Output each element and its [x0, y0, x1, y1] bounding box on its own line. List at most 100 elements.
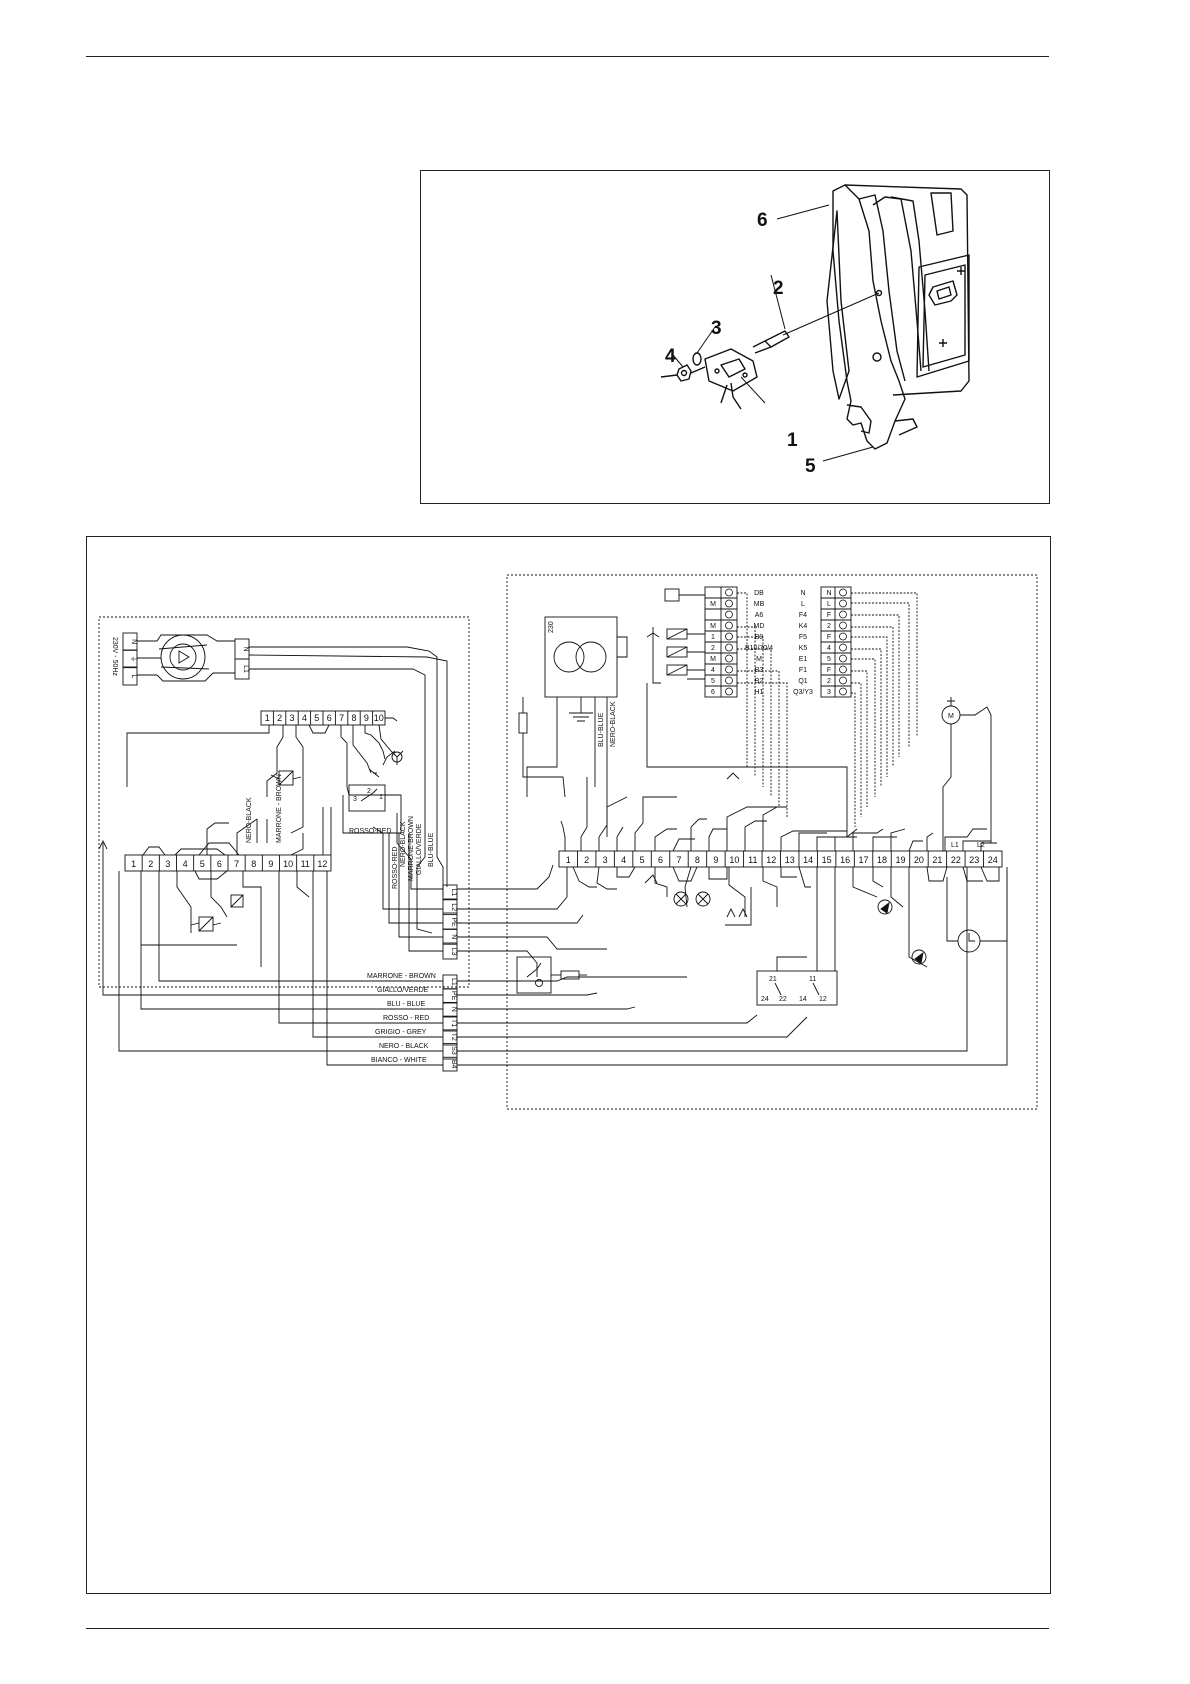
- ctrl-right-pin-1: L: [827, 601, 831, 608]
- block24-term-11: 11: [748, 855, 757, 865]
- relay-term-11: 11: [809, 976, 816, 983]
- bottom-rule: [86, 1628, 1049, 1629]
- block12-term-5: 5: [200, 859, 205, 869]
- boiler-housing: [832, 184, 906, 450]
- pressure-switch: [348, 784, 386, 812]
- ctrl-left-code-6: M: [756, 656, 762, 663]
- plug-b-term-T1: T1: [450, 1019, 457, 1027]
- label-giallo-verde: GIALLO/VERDE: [416, 823, 423, 875]
- block24-term-17: 17: [859, 855, 869, 865]
- block24-term-10: 10: [729, 855, 739, 865]
- plug-b-term-B4: B4: [450, 1060, 457, 1069]
- block24-term-22: 22: [951, 855, 961, 865]
- supply-block-term-N: N: [242, 646, 249, 651]
- l2-mark: L2: [977, 842, 985, 849]
- inspection-panel: [916, 254, 970, 378]
- probe-part: [764, 330, 790, 348]
- block24-term-23: 23: [969, 855, 979, 865]
- relay-term-12: 12: [819, 996, 827, 1003]
- relay-term-21: 21: [769, 976, 777, 983]
- block24-term-3: 3: [603, 855, 608, 865]
- block10-term-1: 1: [265, 713, 270, 723]
- block24-term-19: 19: [895, 855, 905, 865]
- block12-term-8: 8: [251, 859, 256, 869]
- label-nero-black-2: NERO-BLACK: [400, 821, 407, 867]
- supply-term-⏚: ⏚: [130, 656, 138, 663]
- cable-label-brown: MARRONE - BROWN: [367, 973, 436, 980]
- ctrl-left-code-5: B10/70/4: [745, 645, 773, 652]
- ctrl-left-code-1: MB: [754, 601, 765, 608]
- ctrl-left-screw: [725, 621, 733, 630]
- plug-a: [442, 884, 458, 960]
- callout-5: 5: [805, 456, 816, 477]
- block12-term-4: 4: [183, 859, 188, 869]
- block12-term-7: 7: [234, 859, 239, 869]
- block12-term-2: 2: [148, 859, 153, 869]
- relay-box: [516, 956, 552, 994]
- label-rosso-red: ROSSO-RED: [392, 847, 399, 889]
- ctrl-left-screw: [725, 676, 733, 685]
- block10-term-7: 7: [339, 713, 344, 723]
- fuse-1: [518, 712, 528, 734]
- block24-term-5: 5: [640, 855, 645, 865]
- label-blu-blue: BLU-BLUE: [428, 832, 435, 867]
- ctrl-right-code-5: K5: [799, 645, 808, 652]
- plug-a-term-L2: L2: [450, 903, 457, 911]
- ctrl-left-code-4: B9: [755, 634, 764, 641]
- exploded-view-panel: 6 2 3 4 1 5: [420, 170, 1050, 504]
- block12-term-10: 10: [283, 859, 293, 869]
- ctrl-right-code-8: Q1: [798, 678, 807, 685]
- block24-term-14: 14: [803, 855, 813, 865]
- cable-label-red: ROSSO - RED: [383, 1015, 429, 1022]
- fuse-2: [560, 970, 580, 980]
- plug-b-term-T2: T2: [450, 1033, 457, 1041]
- exploded-view-drawing: [660, 184, 970, 462]
- block24-term-6: 6: [658, 855, 663, 865]
- pump-2: [911, 949, 927, 965]
- callout-6: 6: [757, 210, 768, 231]
- ctrl-right-screw: [839, 665, 847, 674]
- block12-term-12: 12: [317, 859, 327, 869]
- block24-term-1: 1: [566, 855, 571, 865]
- motor-label: M: [948, 713, 954, 720]
- ctrl-right-screw: [839, 643, 847, 652]
- label-marrone-brown: MARRONE - BROWN: [276, 774, 283, 843]
- ctrl-right-screw: [839, 621, 847, 630]
- ctrl-right-pin-8: 2: [827, 678, 831, 685]
- ctrl-right-pin-9: 3: [827, 689, 831, 696]
- label-nero-black-top: NERO-BLACK: [610, 701, 617, 747]
- solenoid-valve-3: [230, 894, 244, 908]
- ctrl-left-code-0: DB: [754, 590, 764, 597]
- ctrl-right-pin-3: 2: [827, 623, 831, 630]
- ctrl-left-screw: [725, 588, 733, 597]
- flange-part: [704, 348, 758, 392]
- ctrl-right-pin-5: 4: [827, 645, 831, 652]
- supply-socket: [160, 634, 206, 680]
- ctrl-left-screw: [725, 654, 733, 663]
- ctrl-right-pin-2: F: [827, 612, 831, 619]
- ctrl-left-code-9: H1: [755, 689, 764, 696]
- label-nero-black: NERO-BLACK: [246, 797, 253, 843]
- plug-a-term-L3: L3: [450, 948, 457, 956]
- block24-term-24: 24: [988, 855, 998, 865]
- block12-term-6: 6: [217, 859, 222, 869]
- ctrl-left-pin-9: 6: [711, 689, 715, 696]
- switch-term-2: 2: [367, 788, 371, 795]
- relay-term-14: 14: [799, 996, 807, 1003]
- ctrl-right-screw: [839, 599, 847, 608]
- block10-term-10: 10: [374, 713, 384, 723]
- block24-term-21: 21: [932, 855, 942, 865]
- block24-term-20: 20: [914, 855, 924, 865]
- ctrl-left-code-8: B2: [755, 678, 764, 685]
- ctrl-left-pin-8: 5: [711, 678, 715, 685]
- ctrl-left-screw: [725, 687, 733, 696]
- cable-label-yellow-green: GIALLO/VERDE: [377, 987, 429, 994]
- block24-term-7: 7: [676, 855, 681, 865]
- ctrl-left-screw: [725, 610, 733, 619]
- ctrl-right-screw: [839, 610, 847, 619]
- ctrl-right-code-6: E1: [799, 656, 808, 663]
- ctrl-right-pin-0: N: [826, 590, 831, 597]
